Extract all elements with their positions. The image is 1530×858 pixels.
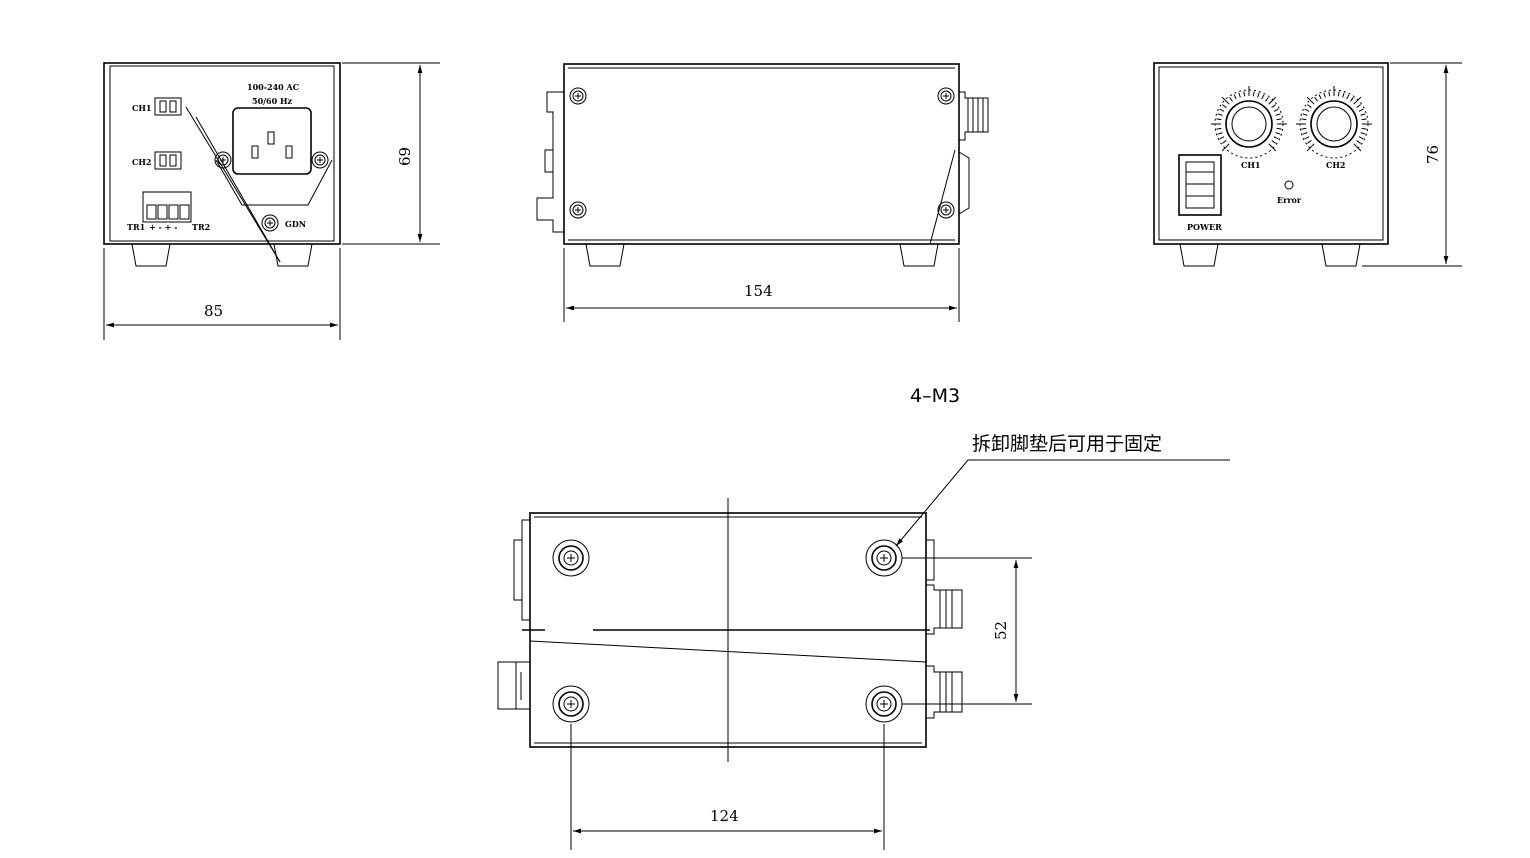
frequency-label: 50/60 Hz: [252, 96, 293, 106]
rear-height-dimension: 69: [342, 62, 440, 245]
rear-panel-inner: [109, 65, 335, 242]
rear-ch2-label: CH2: [132, 157, 152, 167]
front-panel-outline: [1153, 62, 1389, 245]
side-rear-connectors: [536, 91, 564, 233]
tr2-label: TR2: [192, 222, 210, 232]
hole-spacing-x-text: 124: [710, 807, 739, 825]
side-screw-icon: [569, 87, 587, 105]
ch1-connector-icon: [154, 97, 182, 116]
rear-leader-line-2: [195, 116, 281, 263]
bottom-knob-1: [926, 584, 963, 635]
polarity-label: + - + -: [149, 222, 177, 232]
bottom-hole-spacing-y-dimension: 52: [902, 557, 1032, 705]
rear-foot-right: [273, 243, 313, 267]
rear-leader-line: [185, 106, 281, 263]
rear-height-text: 69: [396, 147, 414, 166]
side-foot-left: [585, 243, 625, 267]
front-view: CH1 CH2 POWER Error 76: [1153, 62, 1462, 267]
power-switch-icon: [1178, 154, 1222, 216]
side-body-outline: [563, 63, 960, 245]
front-foot-right: [1321, 243, 1361, 267]
side-screw-icon: [937, 201, 955, 219]
side-length-text: 154: [744, 282, 773, 300]
hole-spacing-y-text: 52: [992, 621, 1010, 640]
front-ch1-label: CH1: [1241, 160, 1261, 170]
rear-width-dimension: 85: [103, 248, 341, 340]
mounting-note-label: 拆卸脚垫后可用于固定: [972, 433, 1162, 455]
power-inlet-icon: [214, 107, 333, 206]
rear-foot-left: [131, 243, 171, 267]
bottom-view: 4–M3 拆卸脚垫后可用于固定 124 52: [497, 385, 1230, 850]
ch2-connector-icon: [154, 151, 182, 170]
front-height-text: 76: [1424, 145, 1442, 164]
bottom-switch: [926, 539, 935, 581]
tr1-label: TR1: [127, 222, 145, 232]
mounting-hole-icon: [552, 685, 590, 723]
side-view: 154: [536, 63, 989, 322]
mounting-hole-icon: [552, 539, 590, 577]
bottom-knob-2: [926, 665, 963, 719]
bottom-hole-spacing-x-dimension: 124: [570, 724, 885, 850]
side-screw-icon: [937, 87, 955, 105]
side-foot-right: [899, 243, 939, 267]
front-ch2-label: CH2: [1326, 160, 1346, 170]
terminal-block-icon: [142, 191, 192, 223]
mounting-hole-icon: [865, 685, 903, 723]
side-switch-icon: [958, 151, 970, 215]
power-label: POWER: [1187, 222, 1222, 232]
front-panel-inner: [1158, 66, 1384, 241]
error-label: Error: [1277, 195, 1302, 205]
rear-view: CH1 CH2 100-240 AC 50/60 Hz: [103, 62, 440, 340]
rear-ch1-label: CH1: [132, 103, 152, 113]
front-height-dimension: 76: [1362, 62, 1462, 267]
side-length-dimension: 154: [563, 248, 960, 322]
rear-panel-outline: [103, 62, 341, 245]
screw-note-leader: [895, 459, 1230, 547]
error-led-icon: [1284, 180, 1294, 190]
front-foot-left: [1179, 243, 1219, 267]
bottom-terminal-block: [497, 661, 530, 710]
rear-width-text: 85: [204, 302, 223, 320]
screw-spec-label: 4–M3: [910, 385, 960, 407]
side-screw-icon: [569, 201, 587, 219]
side-knob-icon: [959, 91, 989, 141]
bottom-rear-connector: [521, 519, 530, 621]
ch2-knob-scale: [1296, 86, 1372, 152]
ground-label: GDN: [285, 219, 306, 229]
ch1-knob-scale: [1211, 86, 1287, 152]
voltage-label: 100-240 AC: [247, 82, 299, 92]
ground-screw-icon: [261, 214, 279, 232]
